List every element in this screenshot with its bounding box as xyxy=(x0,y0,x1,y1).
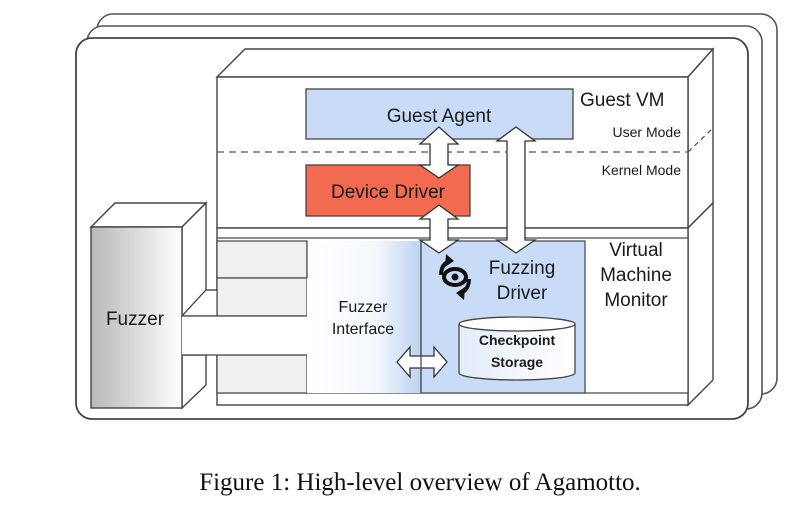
guest-vm-title: Guest VM xyxy=(580,90,664,111)
figure-caption: Figure 1: High-level overview of Agamott… xyxy=(199,469,641,496)
vmm-title-line2: Machine xyxy=(600,265,672,286)
slot-1 xyxy=(216,240,308,279)
fuzzing-driver-line1: Fuzzing xyxy=(489,258,556,279)
fuzzer-block xyxy=(89,201,307,410)
agent-fuzzing-arrow xyxy=(494,126,538,254)
checkpoint-storage-line2: Storage xyxy=(491,354,543,370)
slot-3 xyxy=(216,354,308,394)
driver-fuzzing-arrow xyxy=(417,204,461,254)
eye-rotate-icon xyxy=(439,254,471,300)
kernel-mode-label: Kernel Mode xyxy=(602,162,682,178)
fuzzing-driver-line2: Driver xyxy=(497,283,548,304)
slot-2 xyxy=(216,277,308,317)
fuzzer-interface-line1: Fuzzer xyxy=(339,299,389,316)
interface-fuzzing-arrow xyxy=(396,345,448,379)
checkpoint-storage-line1: Checkpoint xyxy=(479,332,556,348)
interface-slots xyxy=(216,240,308,394)
checkpoint-storage-cylinder xyxy=(458,316,576,381)
vmm-title-line1: Virtual xyxy=(609,240,663,261)
vmm-title-line3: Monitor xyxy=(604,290,668,311)
user-mode-label: User Mode xyxy=(613,124,682,140)
agent-driver-arrow xyxy=(417,126,461,179)
arrows xyxy=(396,126,538,379)
device-driver-label: Device Driver xyxy=(331,182,446,203)
fuzzer-interface-line2: Interface xyxy=(332,321,394,338)
guest-agent-label: Guest Agent xyxy=(387,106,492,127)
fuzzer-label: Fuzzer xyxy=(106,309,165,330)
